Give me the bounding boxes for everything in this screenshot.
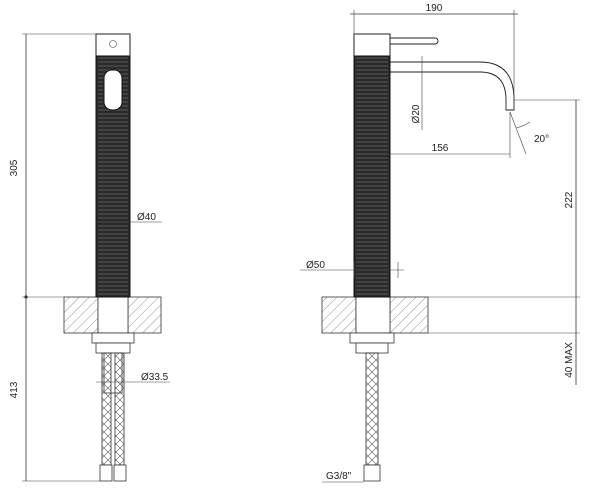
dim-413: 413 [9,381,20,398]
side-top-cap [353,33,391,57]
dim-156: 156 [432,143,449,154]
dim-diameter-33-5: Ø33.5 [141,372,169,383]
dim-222: 222 [564,191,575,208]
side-deck-right [389,296,429,334]
front-top-cap [95,33,131,57]
front-deck-left [63,296,99,334]
dim-angle-20: 20° [534,134,549,145]
dim-line [509,111,527,155]
side-fixing-nut [349,332,395,344]
dim-thread-g3-8: G3/8" [326,471,352,482]
side-fixing-ring [355,342,389,354]
front-hose-ferrule-left [99,464,113,482]
side-handle-lever [387,37,439,45]
front-handle-pin-icon [109,40,117,48]
front-view: 305 413 Ø40 Ø33.5 [9,33,170,482]
front-fixing-nut [91,332,135,344]
side-body [353,55,391,298]
side-deck-left [321,296,357,334]
dim-305: 305 [9,159,20,176]
front-fixing-ring [95,342,131,354]
dim-diameter-50: Ø50 [306,260,325,271]
dim-arc [515,121,531,129]
dim-diameter-20: Ø20 [411,104,422,123]
front-shank [97,296,129,334]
front-outlet-opening [103,69,123,111]
side-hose-ferrule [363,464,381,482]
side-hose [365,352,379,466]
front-hose-ferrule-right [113,464,127,482]
dim-diameter-40: Ø40 [137,212,156,223]
side-spout [387,61,515,111]
dim-tick-icon [24,295,28,299]
dim-190: 190 [426,3,443,14]
dim-40-max: 40 MAX [564,342,575,378]
side-shank [355,296,391,334]
front-deck-right [127,296,162,334]
front-hose-left [101,352,112,466]
side-view: 190 Ø20 156 20° 222 40 MAX Ø50 G3/8" [300,3,580,483]
front-hose-right [114,352,125,466]
